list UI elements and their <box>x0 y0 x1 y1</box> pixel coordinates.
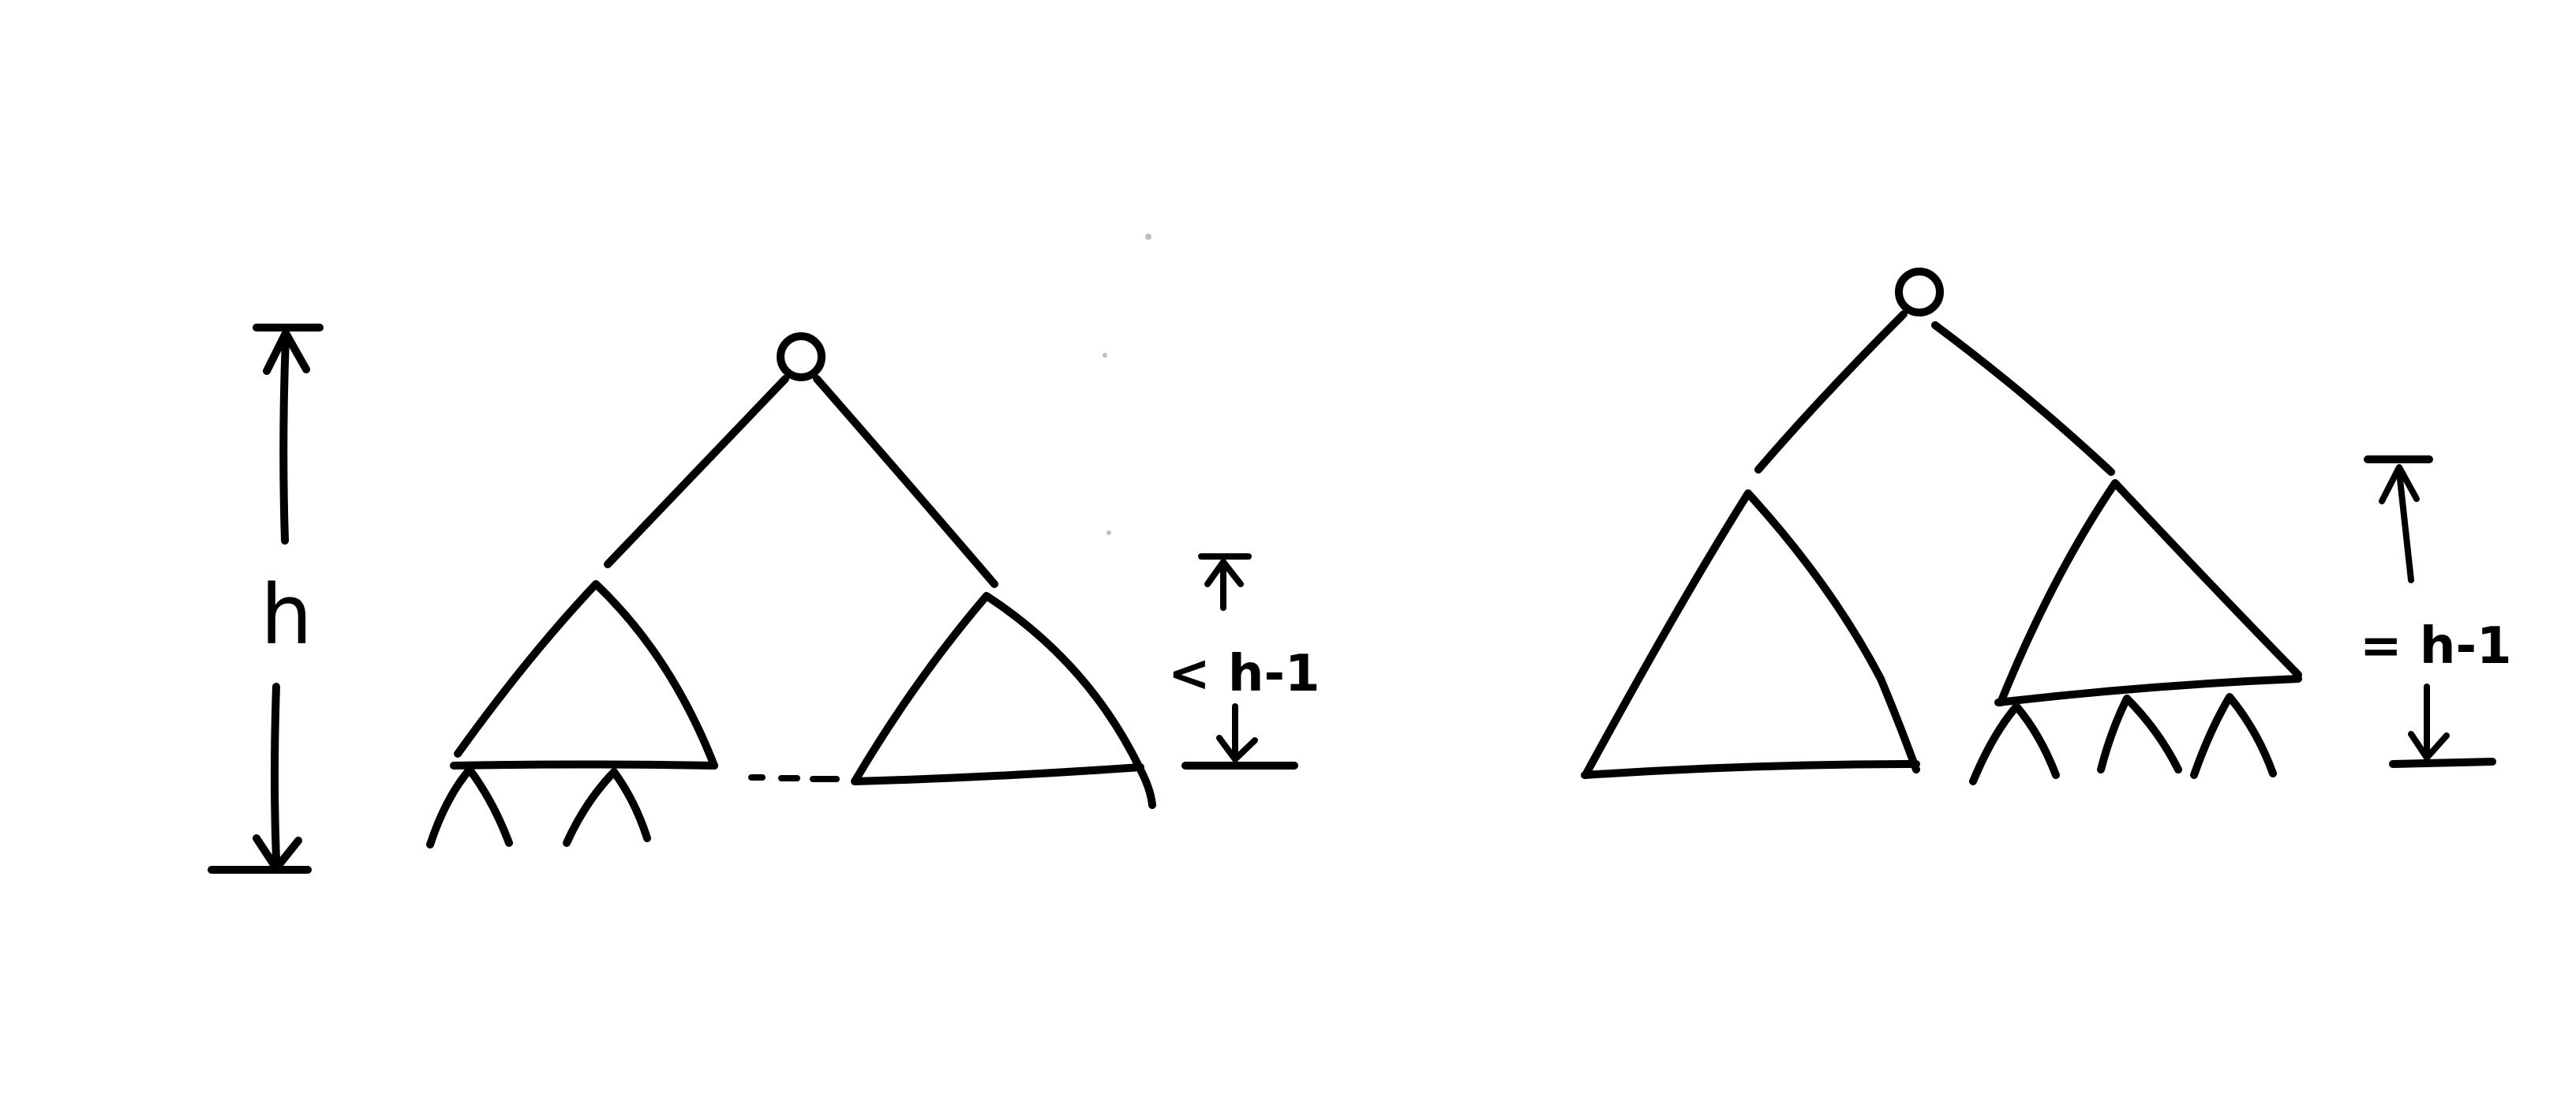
scan-speck <box>1103 353 1107 358</box>
child-subtree <box>1969 702 2060 785</box>
upper-shaft <box>279 334 290 545</box>
child-subtree <box>426 766 513 848</box>
right-edge <box>1931 321 2115 476</box>
upper-shaft <box>2396 469 2414 583</box>
left-edge <box>604 375 789 568</box>
left-subtree <box>426 580 718 848</box>
root-node <box>1895 268 1944 317</box>
subtree-height-label: < h-1 <box>1168 645 1320 703</box>
subtree-outline <box>454 580 718 770</box>
scan-speck <box>1145 234 1151 240</box>
right-tree-diagram: = h-1 <box>1581 268 2512 785</box>
left-subtree <box>1581 489 1920 779</box>
left-tree-diagram: h < h-1 <box>208 324 1320 874</box>
root-node <box>777 332 826 381</box>
subtree-base <box>1581 760 1920 779</box>
ellipsis-gap <box>748 774 840 782</box>
subtree-base <box>450 760 718 770</box>
left-edge <box>1754 310 1908 474</box>
lower-shaft <box>271 683 280 864</box>
up-arrowhead <box>263 329 310 375</box>
child-subtree <box>2097 695 2182 774</box>
right-subtree <box>1969 479 2302 785</box>
right-subtree-height-dimension: = h-1 <box>2360 455 2512 768</box>
left-subtree-height-dimension: < h-1 <box>1168 553 1320 770</box>
height-label: h <box>260 567 313 663</box>
subtree-outline <box>1582 489 1920 777</box>
subtree-base <box>851 763 1144 785</box>
subtree-height-label: = h-1 <box>2360 617 2512 676</box>
child-subtree <box>563 768 651 847</box>
scan-speck <box>1106 530 1111 535</box>
up-arrowhead <box>2379 464 2420 504</box>
bottom-tick <box>2389 758 2496 768</box>
subtree-outline <box>1997 479 2302 706</box>
down-arrowhead <box>2408 731 2450 761</box>
right-subtree <box>851 592 1156 809</box>
subtree-outline <box>851 592 1156 809</box>
subtree-base <box>1994 675 2302 706</box>
down-arrowhead <box>1216 735 1258 762</box>
right-edge <box>813 375 998 588</box>
left-height-dimension: h <box>208 324 324 874</box>
child-subtree <box>2190 693 2277 779</box>
